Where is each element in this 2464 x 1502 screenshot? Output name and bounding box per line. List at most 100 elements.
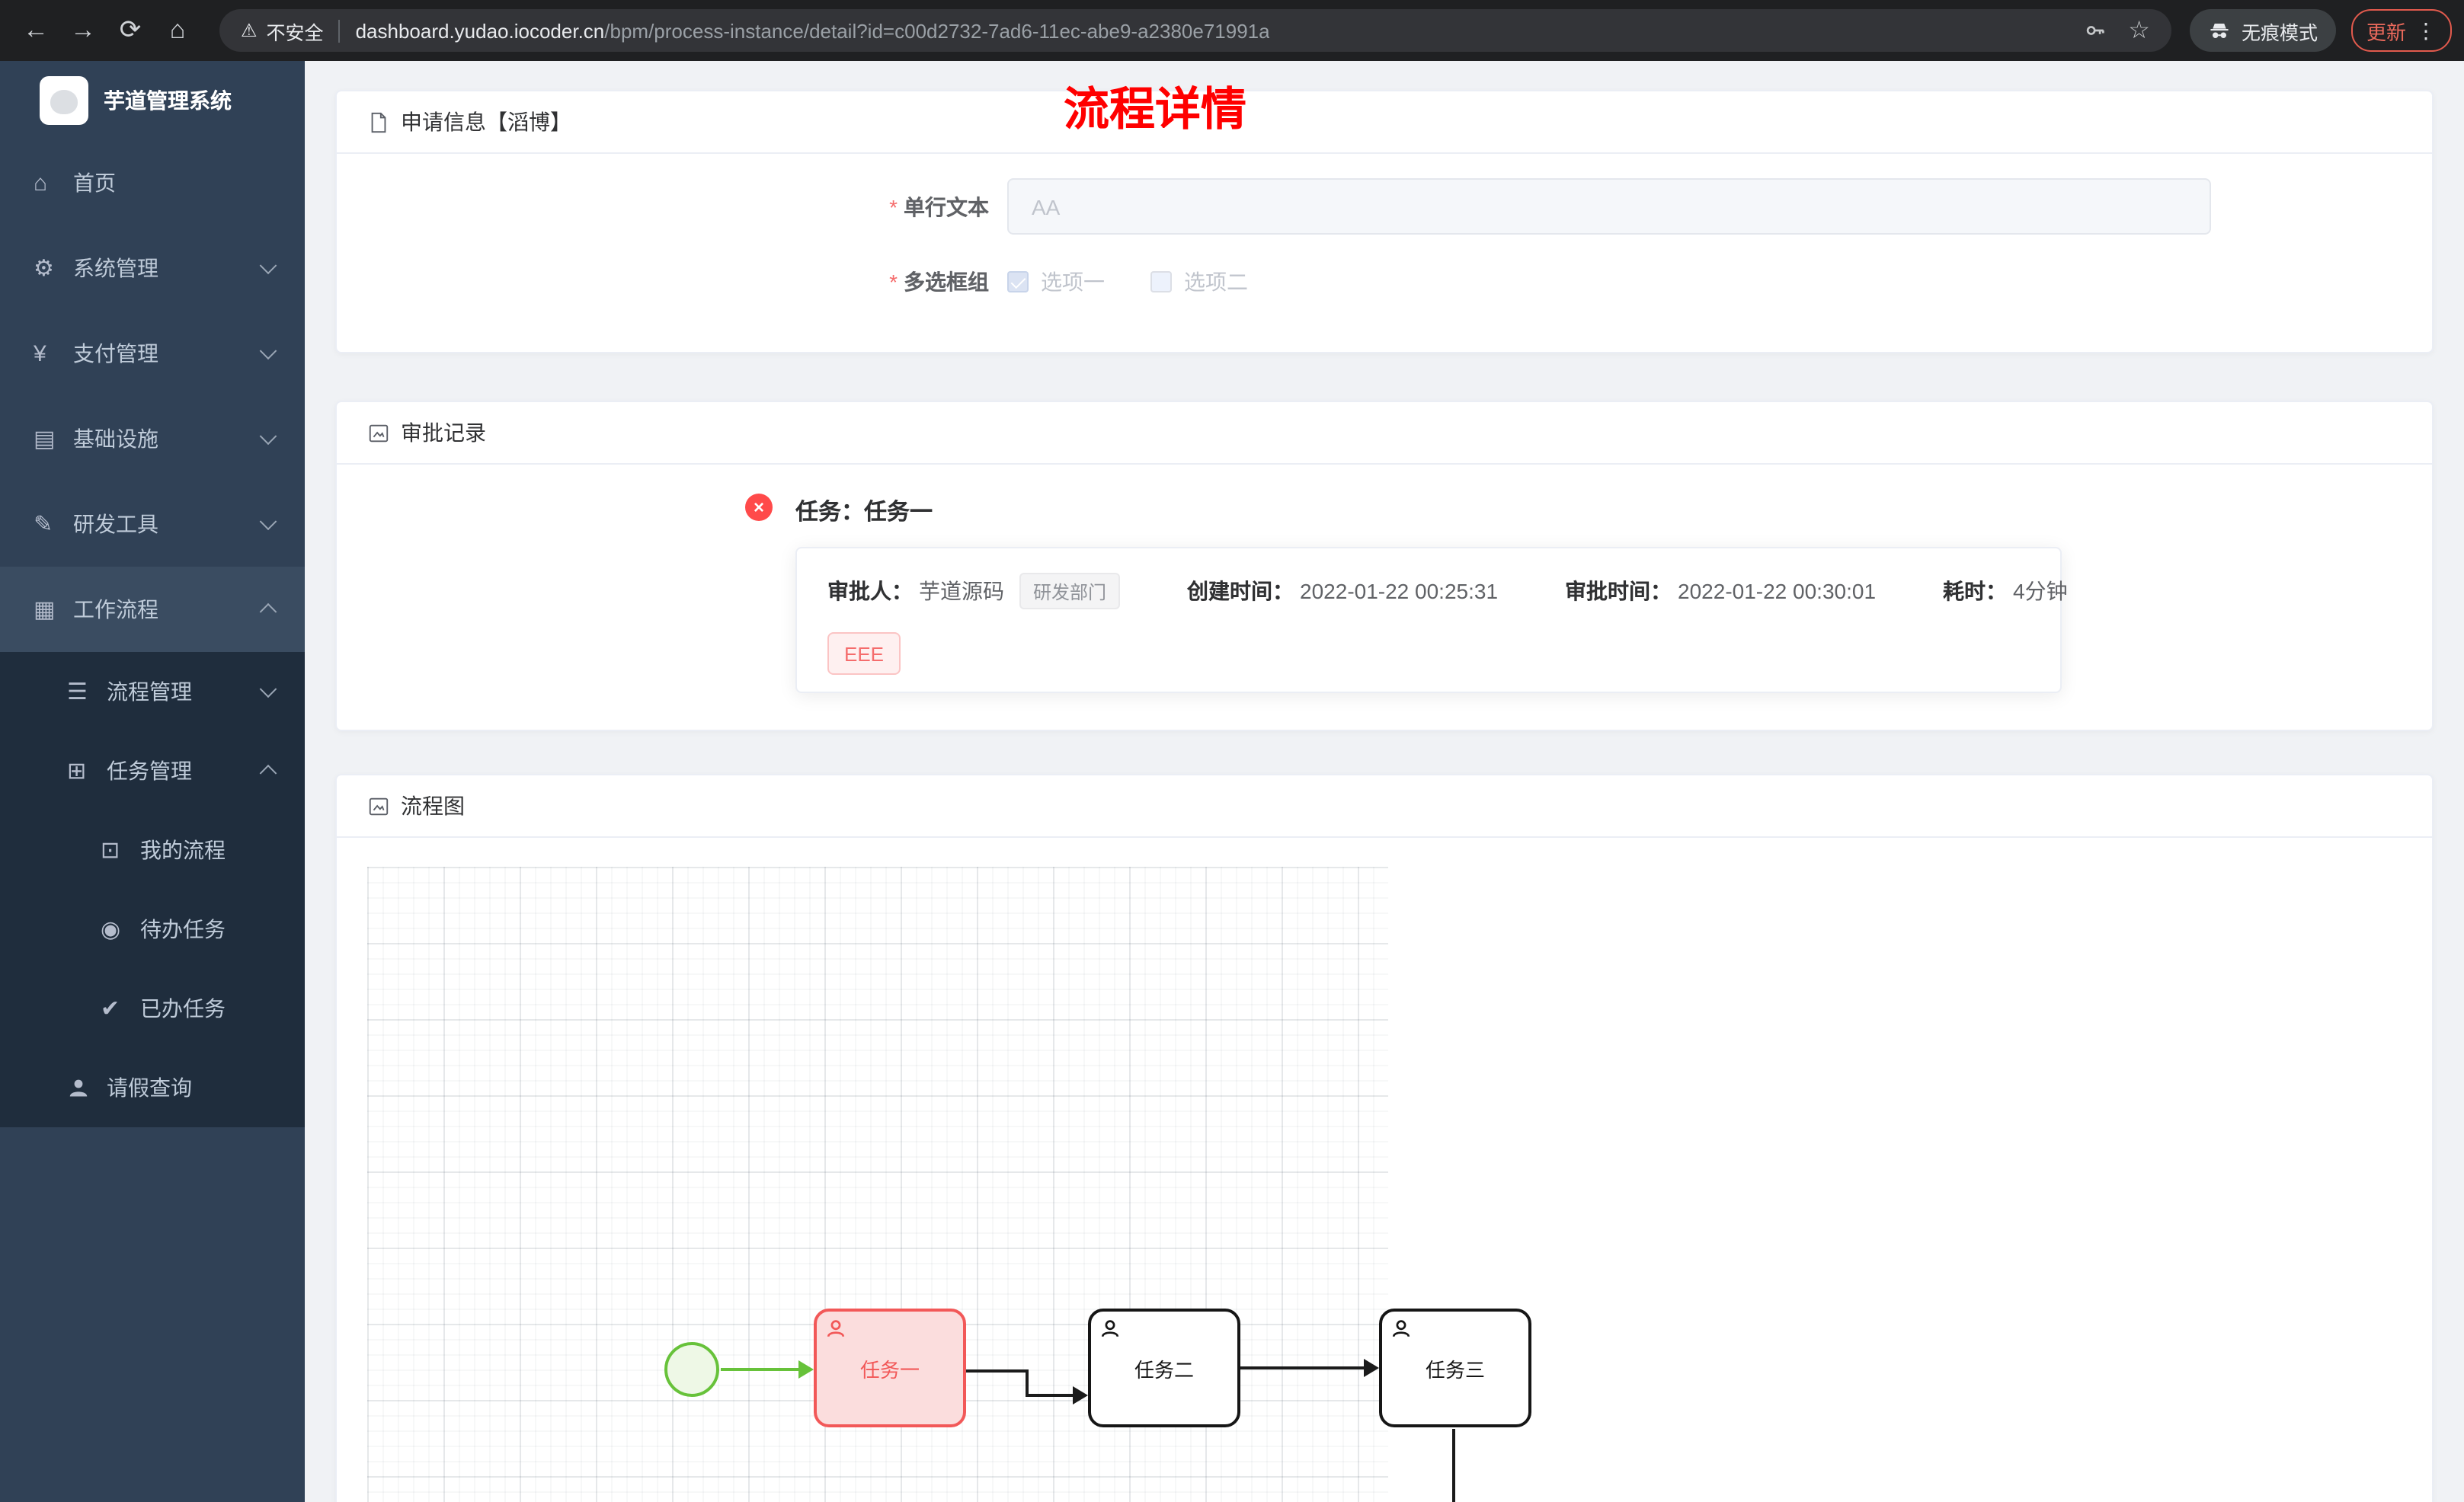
task-node-label: 任务二 (1134, 1358, 1194, 1381)
diagram-icon (369, 797, 389, 815)
apply-info-card: 申请信息【滔博】 *单行文本 *多选框组 选项一 选项二 (335, 90, 2434, 353)
back-icon[interactable]: ← (23, 15, 49, 44)
task-node-2[interactable]: 任务二 (1088, 1309, 1240, 1427)
chevron-down-icon (259, 513, 277, 531)
single-line-text-input (1007, 178, 2211, 235)
sidebar-item-infrastructure[interactable]: ▤ 基础设施 (0, 396, 305, 481)
sidebar-item-system-management[interactable]: ⚙ 系统管理 (0, 225, 305, 311)
sidebar-item-process-management[interactable]: ☰ 流程管理 (0, 652, 305, 731)
dept-tag: 研发部门 (1019, 573, 1121, 609)
forward-icon[interactable]: → (70, 15, 96, 44)
chevron-down-icon (259, 680, 277, 698)
approval-fields-row: 审批人： 芋道源码 研发部门 创建时间： 2022-01-22 00:25:31… (827, 573, 2068, 609)
app-logo[interactable]: 芋道管理系统 (0, 61, 305, 140)
sidebar-item-done-tasks[interactable]: ✔ 已办任务 (0, 969, 305, 1048)
rejected-x-icon: × (745, 494, 773, 521)
reason-tag: EEE (827, 632, 901, 675)
form-row-text: *单行文本 (337, 178, 2432, 235)
home-icon[interactable]: ⌂ (169, 15, 186, 44)
checkbox-option-1: 选项一 (1007, 267, 1105, 297)
main-content: 流程详情 申请信息【滔博】 *单行文本 *多选框组 选项一 (305, 61, 2464, 1502)
process-diagram-title: 流程图 (401, 794, 465, 818)
sidebar-item-home[interactable]: ⌂ 首页 (34, 170, 116, 196)
sidebar-item-payment-management[interactable]: ¥ 支付管理 (0, 311, 305, 396)
task-node-label: 任务三 (1425, 1358, 1485, 1381)
chevron-down-icon (259, 427, 277, 446)
bookmark-star-icon[interactable]: ☆ (2128, 18, 2150, 44)
key-icon[interactable] (2082, 18, 2107, 43)
incognito-badge: 无痕模式 (2189, 9, 2336, 52)
chevron-up-icon (259, 764, 277, 782)
approval-detail-card: 审批人： 芋道源码 研发部门 创建时间： 2022-01-22 00:25:31… (795, 547, 2068, 693)
apply-info-title: 申请信息【滔博】 (401, 110, 571, 134)
chevron-down-icon (259, 257, 277, 275)
bpmn-canvas[interactable]: 任务一 任务二 任务三 (367, 867, 2405, 1502)
duration-field: 耗时： 4分钟 (1943, 579, 2068, 603)
process-diagram-header: 流程图 (337, 775, 2432, 838)
start-event-node[interactable] (664, 1342, 719, 1397)
apply-info-header: 申请信息【滔博】 (337, 91, 2432, 154)
checkbox-unchecked-icon (1150, 271, 1172, 292)
warning-icon: ⚠ (241, 20, 258, 41)
reload-icon[interactable]: ⟳ (119, 15, 142, 44)
update-label: 更新 (2366, 21, 2406, 43)
monitor-icon: ⊡ (101, 838, 120, 864)
user-task-icon (827, 1320, 845, 1337)
text-field-label: *单行文本 (889, 194, 989, 219)
url-text: dashboard.yudao.iocoder.cn/bpm/process-i… (356, 19, 1270, 42)
app-title: 芋道管理系统 (104, 88, 232, 113)
task-title: 任务：任务一 (795, 500, 933, 526)
task-node-3[interactable]: 任务三 (1379, 1309, 1531, 1427)
list-icon: ☰ (67, 679, 88, 705)
checkbox-group: 选项一 选项二 (1007, 267, 1248, 297)
bpmn-edges (721, 1359, 1455, 1502)
approval-record-title: 审批记录 (401, 420, 486, 445)
grid-icon: ▤ (34, 427, 56, 452)
browser-toolbar: ← → ⟳ ⌂ ⚠ 不安全 dashboard.yudao.iocoder.cn… (0, 0, 2464, 61)
sidebar-item-dev-tools[interactable]: ✎ 研发工具 (0, 481, 305, 567)
sidebar-item-leave-query[interactable]: 请假查询 (0, 1048, 305, 1127)
task-node-1[interactable]: 任务一 (814, 1309, 966, 1427)
chevron-down-icon (259, 342, 277, 360)
process-diagram-card: 流程图 任务一 (335, 774, 2434, 1502)
incognito-icon (2210, 23, 2229, 37)
sidebar-item-todo-tasks[interactable]: ◉ 待办任务 (0, 890, 305, 969)
sidebar-item-workflow[interactable]: ▦ 工作流程 (0, 567, 305, 652)
form-row-checkbox: *多选框组 选项一 选项二 (337, 267, 2432, 297)
record-icon (369, 423, 389, 442)
task-node-label: 任务一 (859, 1358, 920, 1381)
gear-icon: ⚙ (34, 256, 54, 282)
sidebar-item-task-management[interactable]: ⊞ 任务管理 (0, 731, 305, 810)
required-mark: * (889, 194, 898, 219)
checkbox-option-2: 选项二 (1150, 267, 1248, 297)
user-task-icon (1392, 1320, 1410, 1337)
menu-dots-icon[interactable]: ⋮ (2415, 18, 2437, 42)
logo-avatar (40, 76, 88, 125)
yen-icon: ¥ (34, 340, 46, 366)
divider (338, 19, 341, 42)
incognito-label: 无痕模式 (2241, 22, 2318, 43)
check-icon: ✔ (101, 996, 120, 1022)
checkbox-checked-icon (1007, 271, 1029, 292)
url-host: dashboard.yudao.iocoder.cn (355, 19, 605, 42)
url-path: /bpm/process-instance/detail?id=c00d2732… (604, 19, 1270, 42)
chevron-up-icon (259, 602, 277, 621)
security-label[interactable]: 不安全 (266, 22, 324, 43)
sidebar: 芋道管理系统 ⌂ 首页 ⚙ 系统管理 ¥ 支付管理 ▤ 基础设施 ✎ 研发工具 … (0, 61, 305, 1502)
dashboard-icon: ⌂ (34, 170, 48, 196)
required-mark: * (889, 270, 898, 294)
sidebar-item-my-process[interactable]: ⊡ 我的流程 (0, 810, 305, 890)
user-task-icon (1101, 1320, 1119, 1337)
tree-icon: ⊞ (67, 759, 87, 785)
address-bar[interactable]: ⚠ 不安全 dashboard.yudao.iocoder.cn/bpm/pro… (219, 9, 2171, 52)
approver-field: 审批人： 芋道源码 研发部门 (827, 573, 1121, 609)
document-icon (371, 111, 386, 133)
tools-icon: ✎ (34, 512, 53, 538)
approval-record-header: 审批记录 (337, 402, 2432, 465)
approve-time-field: 审批时间： 2022-01-22 00:30:01 (1565, 579, 1877, 603)
create-time-field: 创建时间： 2022-01-22 00:25:31 (1187, 579, 1499, 603)
browser-update-button[interactable]: 更新 ⋮ (2350, 9, 2452, 52)
person-icon (69, 1079, 88, 1096)
approval-record-card: 审批记录 × 任务：任务一 审批人： 芋道源码 研发部门 创建时间： 2022-… (335, 401, 2434, 731)
